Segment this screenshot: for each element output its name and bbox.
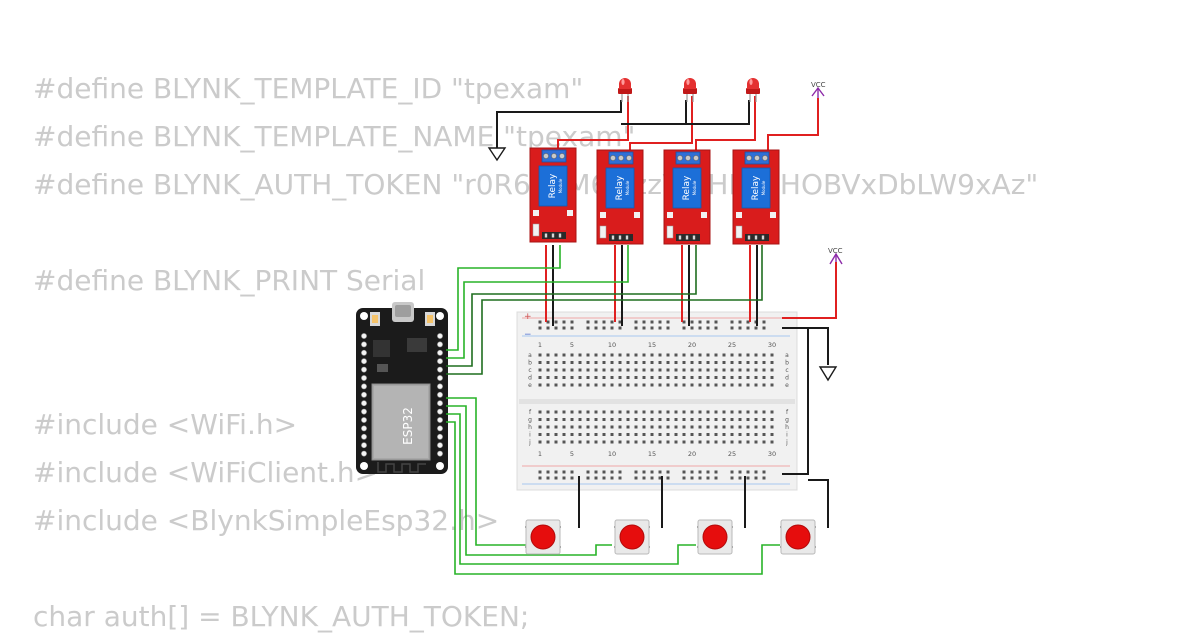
row-letter: g [785, 417, 789, 424]
relay-label: Relay [548, 173, 558, 198]
code-line: #include <BlynkSimpleEsp32.h> [33, 504, 500, 537]
relay-label: Relay [615, 175, 625, 200]
column-number: 5 [570, 450, 574, 458]
row-letter: h [785, 424, 789, 431]
column-number: 30 [768, 450, 776, 458]
relay-sublabel: Module [558, 178, 563, 193]
row-letter: f [529, 409, 532, 416]
vcc-symbol-right: VCC [828, 247, 843, 265]
row-letter: e [785, 382, 789, 389]
column-number: 15 [648, 341, 656, 349]
wires [446, 96, 837, 575]
rail-plus-label: + [524, 312, 532, 322]
esp32-label: ESP32 [401, 407, 415, 445]
relay-label: Relay [751, 175, 761, 200]
pushbutton[interactable] [780, 519, 816, 555]
column-number: 5 [570, 341, 574, 349]
code-line: #include <WiFiClient.h> [33, 456, 379, 489]
column-number: 1 [538, 450, 542, 458]
row-letter: b [785, 360, 789, 367]
column-number: 20 [688, 341, 696, 349]
relay-label: Relay [682, 175, 692, 200]
code-line: char auth[] = BLYNK_AUTH_TOKEN; [33, 600, 530, 633]
esp32-pins [361, 333, 443, 457]
column-number: 1 [538, 341, 542, 349]
pushbutton[interactable] [614, 519, 650, 555]
row-letter: c [528, 367, 531, 374]
row-letter: b [528, 360, 532, 367]
pushbutton[interactable] [525, 519, 561, 555]
rail-minus-label: − [524, 330, 532, 340]
row-letter: h [528, 424, 532, 431]
ground-symbol [487, 147, 838, 382]
pushbutton[interactable] [697, 519, 733, 555]
row-letter: c [785, 367, 788, 374]
row-letter: d [785, 375, 789, 382]
column-number: 10 [608, 341, 616, 349]
row-letter: j [528, 439, 531, 446]
relay-sublabel: Module [625, 180, 630, 195]
column-number: 25 [728, 341, 736, 349]
row-letter: d [528, 375, 532, 382]
relay-sublabel: Module [761, 180, 766, 195]
led[interactable] [746, 78, 760, 102]
column-number: 25 [728, 450, 736, 458]
pushbutton-group [525, 519, 816, 555]
row-letter: i [529, 432, 531, 439]
row-letter: g [528, 417, 532, 424]
relay-sublabel: Module [692, 180, 697, 195]
led[interactable] [618, 78, 632, 102]
vcc-label: VCC [811, 81, 826, 89]
column-number: 15 [648, 450, 656, 458]
row-letter: i [786, 432, 788, 439]
row-letter: f [786, 409, 789, 416]
vcc-label: VCC [828, 247, 843, 255]
column-number: 20 [688, 450, 696, 458]
row-letter: j [785, 439, 788, 446]
led[interactable] [683, 78, 697, 102]
breadboard-holes [538, 320, 774, 480]
code-line: #define BLYNK_TEMPLATE_ID "tpexam" [33, 72, 584, 105]
row-letter: a [785, 352, 789, 359]
row-letter: a [528, 352, 532, 359]
column-number: 30 [768, 341, 776, 349]
code-line: #define BLYNK_PRINT Serial [33, 264, 426, 297]
column-number: 10 [608, 450, 616, 458]
led-group [618, 78, 760, 102]
esp32-board[interactable]: ESP32 [356, 302, 448, 474]
code-line: #include <WiFi.h> [33, 408, 298, 441]
vcc-symbol-top: VCC [811, 81, 826, 98]
code-line: #define BLYNK_TEMPLATE_NAME "tpexam" [33, 120, 636, 153]
row-letter: e [528, 382, 532, 389]
